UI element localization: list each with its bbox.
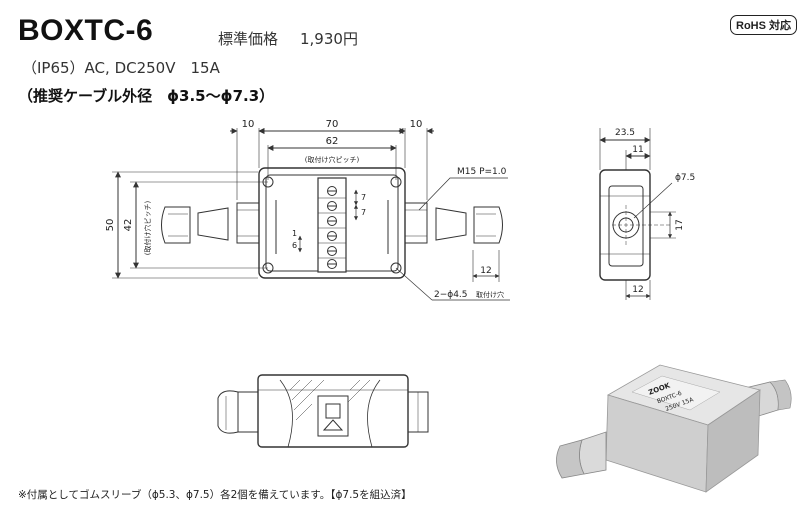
terminal-pitch-c: 6 [292, 241, 297, 250]
electrical-spec: （IP65）AC, DC250V 15A [22, 59, 220, 77]
side-dim-bottom: 12 [632, 285, 643, 295]
side-view [599, 128, 676, 300]
side-dim-height: 17 [675, 219, 685, 230]
dim-left-pitch: 42 [123, 219, 134, 232]
dim-right-small: 12 [480, 266, 491, 276]
mount-hole-note: 取付け穴 [476, 290, 504, 299]
terminal-screws [327, 186, 337, 269]
cable-range: （推奨ケーブル外径 ϕ3.5〜ϕ7.3） [18, 87, 275, 105]
price-label: 標準価格 [218, 30, 279, 48]
product-title: BOXTC-6 [18, 14, 154, 47]
dim-top-right: 10 [410, 119, 423, 130]
rohs-badge: RoHS 対応 [730, 15, 797, 35]
side-dim-width: 23.5 [615, 128, 635, 138]
terminal-pitch-a: 7 [361, 193, 366, 202]
terminal-pitch-b: 7 [361, 208, 366, 217]
dim-left-overall: 50 [105, 219, 116, 232]
terminal-pitch-d: 1 [292, 229, 297, 238]
product-photo [556, 364, 792, 493]
thread-label: M15 P=1.0 [457, 167, 507, 177]
dim-top-pitch: 62 [326, 136, 339, 147]
side-dim-inner: 11 [632, 145, 643, 155]
price-value: 1,930円 [300, 30, 358, 48]
mount-hole-label: 2−ϕ4.5 [434, 290, 468, 300]
dim-top-left: 10 [242, 119, 255, 130]
pitch-label-left: (取付け穴ピッチ) [143, 201, 152, 256]
footnote: ※付属としてゴムスリーブ（ϕ5.3、ϕ7.5）各2個を備えています。【ϕ7.5を… [18, 489, 412, 501]
side-hole-dia: ϕ7.5 [675, 173, 695, 183]
front-view [112, 128, 510, 301]
pitch-label-top: (取付け穴ピッチ) [305, 155, 360, 164]
dim-top-overall: 70 [326, 119, 339, 130]
section-view [217, 374, 429, 448]
